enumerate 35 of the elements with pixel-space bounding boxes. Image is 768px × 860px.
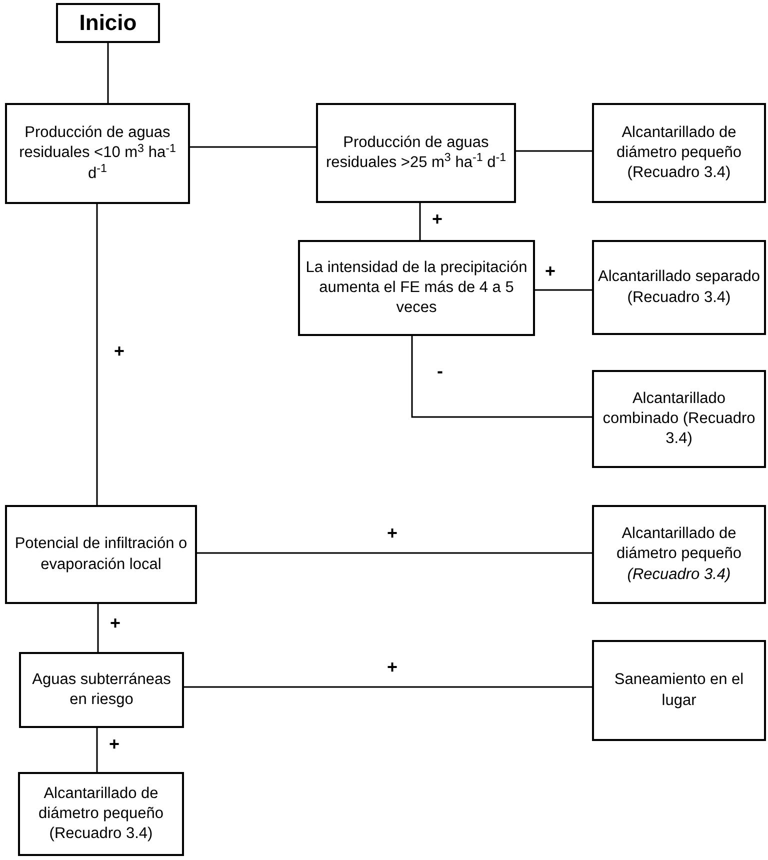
process-box <box>592 640 766 741</box>
connector-line <box>190 146 316 148</box>
box-text: Alcantarillado combinado (Recuadro 3.4) <box>602 388 756 450</box>
connector-line <box>419 203 421 240</box>
process-box <box>316 103 516 203</box>
process-box <box>592 240 766 335</box>
box-text: Potencial de infiltración o evaporación local <box>14 534 188 574</box>
box-text: Alcantarillado de diámetro pequeño (Recuadro 3.4) <box>616 524 742 585</box>
box-text: La intensidad de la precipitación aumenta el FE más de 4 a 5 veces <box>304 258 528 318</box>
connector-line <box>535 289 592 291</box>
process-box <box>298 240 535 336</box>
box-text: Saneamiento en el lugar <box>613 670 745 710</box>
connector-line <box>107 43 109 103</box>
box-text: Alcantarillado de diámetro pequeño (Recuadro 3.4) <box>616 122 742 184</box>
connector-line <box>516 150 592 152</box>
box-text: Producción de aguas residuales >25 m$^{3}$ ha$^{-1}$ d$^{-1}$ <box>324 132 508 173</box>
process-box <box>19 652 184 728</box>
connector-line <box>96 204 98 505</box>
process-box <box>592 370 766 468</box>
process-box <box>5 505 197 604</box>
box-text: Alcantarillado separado (Recuadro 3.4) <box>598 267 760 308</box>
connector-line <box>197 552 592 554</box>
box-text: Aguas subterráneas en riesgo <box>31 670 172 710</box>
process-box <box>592 103 766 203</box>
connector-line <box>97 604 99 652</box>
connector-line <box>96 728 98 772</box>
process-box <box>18 772 184 856</box>
connector-line <box>184 686 592 688</box>
process-box <box>56 3 160 43</box>
process-box <box>5 103 190 204</box>
connector-line <box>411 336 592 418</box>
box-text: Producción de aguas residuales <10 m$^{3}$ ha$^{-1}$ d$^{-1}$ <box>18 123 177 184</box>
box-text: Alcantarillado de diámetro pequeño (Recuadro 3.4) <box>38 784 164 844</box>
box-text: Inicio <box>79 9 137 37</box>
process-box <box>592 505 766 604</box>
